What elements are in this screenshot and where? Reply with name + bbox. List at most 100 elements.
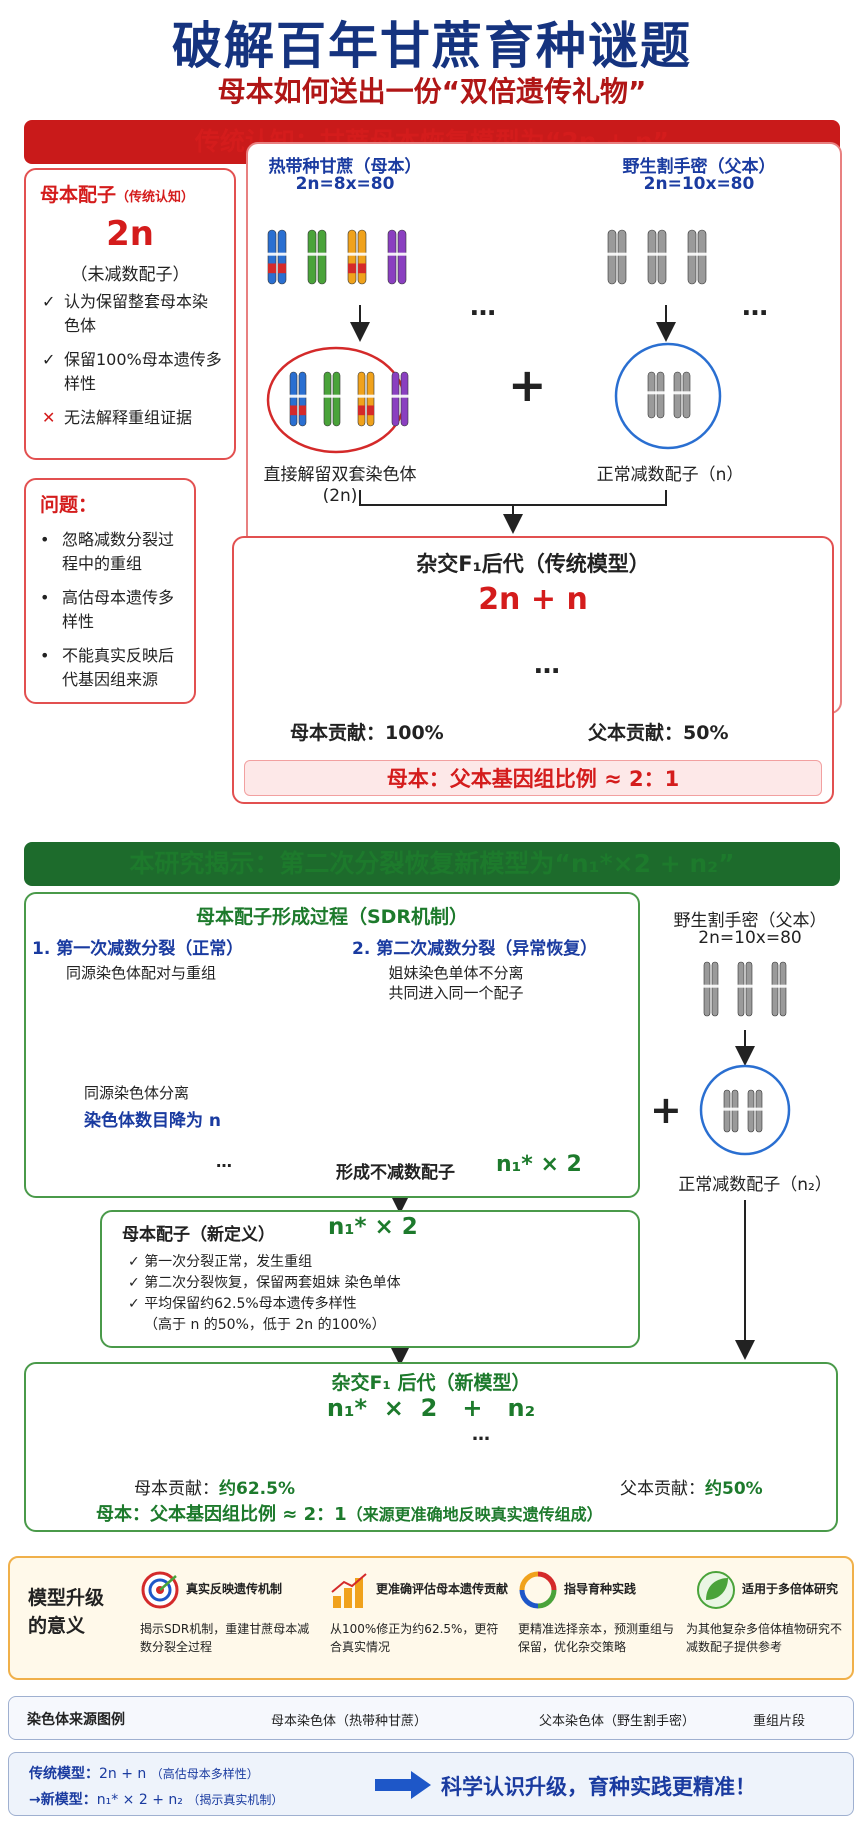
- f1-traditional-box: 杂交F₁后代（传统模型） 2n + n … 母本贡献：100% 父本贡献：50%…: [232, 536, 834, 804]
- target-icon: [141, 1571, 179, 1609]
- chromosome: [731, 1089, 739, 1133]
- arrow-right-icon: [375, 1771, 431, 1799]
- new-paternal-gamete-chromosomes: [723, 1089, 763, 1133]
- sdr-title: 母本配子形成过程（SDR机制）: [195, 906, 469, 928]
- mother-chromosomes: [267, 229, 407, 285]
- new-maternal-gamete-title: 母本配子（新定义）: [122, 1225, 275, 1245]
- chromosome: [397, 229, 407, 285]
- chromosome: [657, 229, 667, 285]
- merge-line: [359, 490, 667, 506]
- plus-sign: +: [508, 358, 547, 412]
- new-paternal-gamete-circle: [699, 1064, 791, 1156]
- chromosome: [703, 961, 711, 1017]
- summary-traditional: 传统模型：2n + n （高估母本多样性）: [29, 1766, 259, 1782]
- point-1: ✓认为保留整套母本染色体: [42, 292, 209, 335]
- sdr-step2-title: 2. 第二次减数分裂（异常恢复）: [352, 939, 598, 959]
- point-note: （高于 n 的50%，低于 2n 的100%）: [144, 1317, 386, 1333]
- f1-formula: 2n + n: [478, 582, 588, 617]
- problem-point: •忽略减数分裂过程中的重组: [40, 530, 175, 573]
- chromosome: [687, 229, 697, 285]
- sdr-step1-desc: 同源染色体配对与重组: [66, 964, 217, 982]
- point: ✓ 第二次分裂恢复，保留两套姐妹 染色单体: [128, 1275, 401, 1291]
- cross-icon: ✕: [42, 408, 56, 427]
- new-paternal-gamete-label: 正常减数配子（n₂）: [678, 1175, 832, 1195]
- legend-box: 染色体来源图例 母本染色体（热带种甘蔗） 父本染色体（野生割手密） 重组片段: [8, 1696, 854, 1740]
- significance-title: 模型升级的意义: [28, 1587, 105, 1637]
- chromosome: [317, 229, 327, 285]
- father-contribution: 父本贡献：50%: [588, 722, 729, 744]
- chromosome: [711, 961, 719, 1017]
- sdr-process-box: 母本配子形成过程（SDR机制） 1. 第一次减数分裂（正常） 同源染色体配对与重…: [24, 892, 640, 1198]
- chromosome: [267, 229, 277, 285]
- point-3: ✕无法解释重组证据: [42, 406, 222, 430]
- chromosome: [737, 961, 745, 1017]
- chromosome: [673, 371, 682, 419]
- father-ploidy: 2n=10x=80: [643, 174, 755, 194]
- new-father-contribution: 父本贡献：约50%: [620, 1479, 763, 1499]
- f1-title: 杂交F₁后代（传统模型）: [416, 552, 650, 576]
- problem-title: 问题：: [40, 494, 98, 516]
- problem-points: •忽略减数分裂过程中的重组 •高估母本遗传多样性 •不能真实反映后代基因组来源: [40, 528, 188, 702]
- sdr-step1-title: 1. 第一次减数分裂（正常）: [32, 939, 244, 959]
- legend-maternal: 母本染色体（热带种甘蔗）: [271, 1714, 428, 1729]
- sdr-step2-desc1: 姐妹染色单体不分离: [388, 964, 524, 982]
- father-chromosomes: [607, 229, 707, 285]
- chromosome: [307, 229, 317, 285]
- sdr-step1-note2: 染色体数目降为 n: [84, 1111, 222, 1131]
- summary-box: 传统模型：2n + n （高估母本多样性） →新模型：n₁* × 2 + n₂ …: [8, 1752, 854, 1816]
- new-maternal-gamete-box: 母本配子（新定义） n₁* × 2 ✓ 第一次分裂正常，发生重组 ✓ 第二次分裂…: [100, 1210, 640, 1348]
- plus-sign: +: [650, 1088, 682, 1132]
- chromosome: [357, 229, 367, 285]
- chromosome: [656, 371, 665, 419]
- chromosome: [723, 1089, 731, 1133]
- legend-title: 染色体来源图例: [27, 1712, 125, 1728]
- chromosome: [400, 371, 409, 427]
- ellipsis: …: [216, 1152, 232, 1171]
- new-f1-box: 杂交F₁ 后代（新模型） n₁* × 2 + n₂ … 母本贡献：约62.5% …: [24, 1362, 838, 1532]
- chromosome: [347, 229, 357, 285]
- ellipsis: …: [534, 650, 560, 680]
- summary-new: →新模型：n₁* × 2 + n₂ （揭示真实机制）: [29, 1792, 284, 1808]
- new-f1-formula: n₁* × 2 + n₂: [326, 1394, 536, 1422]
- significance-item: 指导育种实践 更精准选择亲本，预测重组与保留，优化杂交策略: [518, 1570, 674, 1654]
- new-model-banner: 本研究揭示：第二次分裂恢复新模型为“n₁*×2 + n₂”: [24, 842, 840, 886]
- paternal-gamete-label: 正常减数配子（n）: [596, 465, 744, 485]
- new-father-ploidy: 2n=10x=80: [698, 928, 802, 948]
- chromosome: [277, 229, 287, 285]
- ellipsis: …: [470, 292, 496, 322]
- significance-item: 真实反映遗传机制 揭示SDR机制，重建甘蔗母本减数分裂全过程: [140, 1570, 309, 1654]
- mother-ploidy: 2n=8x=80: [295, 174, 395, 194]
- new-father-chromosomes: [703, 961, 787, 1017]
- new-ratio: 母本：父本基因组比例 ≈ 2：1（来源更准确地反映真实遗传组成）: [96, 1504, 603, 1525]
- chromosome: [332, 371, 341, 427]
- chromosome: [755, 1089, 763, 1133]
- sdr-formula: n₁* × 2: [496, 1152, 582, 1177]
- ratio-bar: 母本：父本基因组比例 ≈ 2：1: [244, 760, 822, 796]
- new-maternal-gamete-points: ✓ 第一次分裂正常，发生重组 ✓ 第二次分裂恢复，保留两套姐妹 染色单体 ✓ 平…: [128, 1252, 401, 1336]
- point: ✓ 第一次分裂正常，发生重组: [128, 1254, 313, 1270]
- problem-point: •不能真实反映后代基因组来源: [40, 646, 175, 689]
- chromosome: [682, 371, 691, 419]
- significance-item: 适用于多倍体研究 为其他复杂多倍体植物研究不减数配子提供参考: [686, 1570, 842, 1654]
- cycle-icon: [519, 1571, 557, 1609]
- chromosome: [617, 229, 627, 285]
- significance-box: 模型升级的意义 真实反映遗传机制 揭示SDR机制，重建甘蔗母本减数分裂全过程 更…: [8, 1556, 854, 1680]
- ellipsis: …: [472, 1424, 490, 1445]
- significance-item: 更准确评估母本遗传贡献 从100%修正为约62.5%，更符合真实情况: [330, 1570, 508, 1654]
- father-name: 野生割手密（父本）: [622, 157, 776, 177]
- chromosome: [387, 229, 397, 285]
- chromosome: [779, 961, 787, 1017]
- chromosome: [357, 371, 366, 427]
- paternal-gamete-chromosomes: [647, 371, 691, 419]
- maternal-gamete-title: 母本配子: [40, 184, 117, 206]
- new-maternal-gamete-formula: n₁* × 2: [328, 1214, 418, 1240]
- legend-recomb: 重组片段: [753, 1714, 806, 1729]
- chromosome: [647, 371, 656, 419]
- chromosome: [745, 961, 753, 1017]
- page-title: 破解百年甘蔗育种谜题: [172, 17, 692, 75]
- maternal-gamete-points: ✓认为保留整套母本染色体 ✓保留100%母本遗传多样性 ✕无法解释重组证据: [42, 290, 222, 440]
- ellipsis: …: [742, 292, 768, 322]
- maternal-gamete-tag: （传统认知）: [116, 190, 195, 205]
- chromosome: [771, 961, 779, 1017]
- point: ✓ 平均保留约62.5%母本遗传多样性: [128, 1296, 357, 1312]
